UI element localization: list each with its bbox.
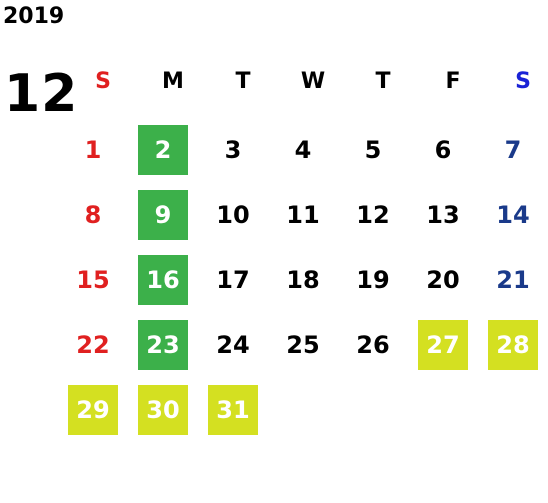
day-1[interactable]: 1 — [84, 136, 102, 164]
day-10[interactable]: 10 — [216, 201, 250, 229]
day-30[interactable]: 30 — [138, 385, 188, 435]
weekday-header: S M T W T F S — [68, 56, 548, 106]
day-28[interactable]: 28 — [488, 320, 538, 370]
day-25[interactable]: 25 — [286, 331, 320, 359]
day-24[interactable]: 24 — [216, 331, 250, 359]
weekday-thursday: T — [375, 68, 391, 94]
weekday-sunday: S — [95, 68, 111, 94]
weekday-monday: M — [162, 68, 184, 94]
day-3[interactable]: 3 — [224, 136, 242, 164]
year-label: 2019 — [3, 4, 65, 29]
day-16[interactable]: 16 — [138, 255, 188, 305]
weekday-friday: F — [445, 68, 461, 94]
day-19[interactable]: 19 — [356, 266, 390, 294]
weekday-tuesday: T — [235, 68, 251, 94]
month-label: 12 — [4, 64, 79, 124]
day-21[interactable]: 21 — [496, 266, 530, 294]
day-8[interactable]: 8 — [84, 201, 102, 229]
weekday-wednesday: W — [300, 68, 326, 94]
day-5[interactable]: 5 — [364, 136, 382, 164]
day-26[interactable]: 26 — [356, 331, 390, 359]
day-13[interactable]: 13 — [426, 201, 460, 229]
day-27[interactable]: 27 — [418, 320, 468, 370]
day-12[interactable]: 12 — [356, 201, 390, 229]
day-14[interactable]: 14 — [496, 201, 530, 229]
day-11[interactable]: 11 — [286, 201, 320, 229]
day-9[interactable]: 9 — [138, 190, 188, 240]
day-7[interactable]: 7 — [504, 136, 522, 164]
day-31[interactable]: 31 — [208, 385, 258, 435]
day-18[interactable]: 18 — [286, 266, 320, 294]
day-20[interactable]: 20 — [426, 266, 460, 294]
day-22[interactable]: 22 — [76, 331, 110, 359]
day-29[interactable]: 29 — [68, 385, 118, 435]
day-2[interactable]: 2 — [138, 125, 188, 175]
day-17[interactable]: 17 — [216, 266, 250, 294]
day-23[interactable]: 23 — [138, 320, 188, 370]
day-6[interactable]: 6 — [434, 136, 452, 164]
day-15[interactable]: 15 — [76, 266, 110, 294]
day-4[interactable]: 4 — [294, 136, 312, 164]
weekday-saturday: S — [515, 68, 531, 94]
